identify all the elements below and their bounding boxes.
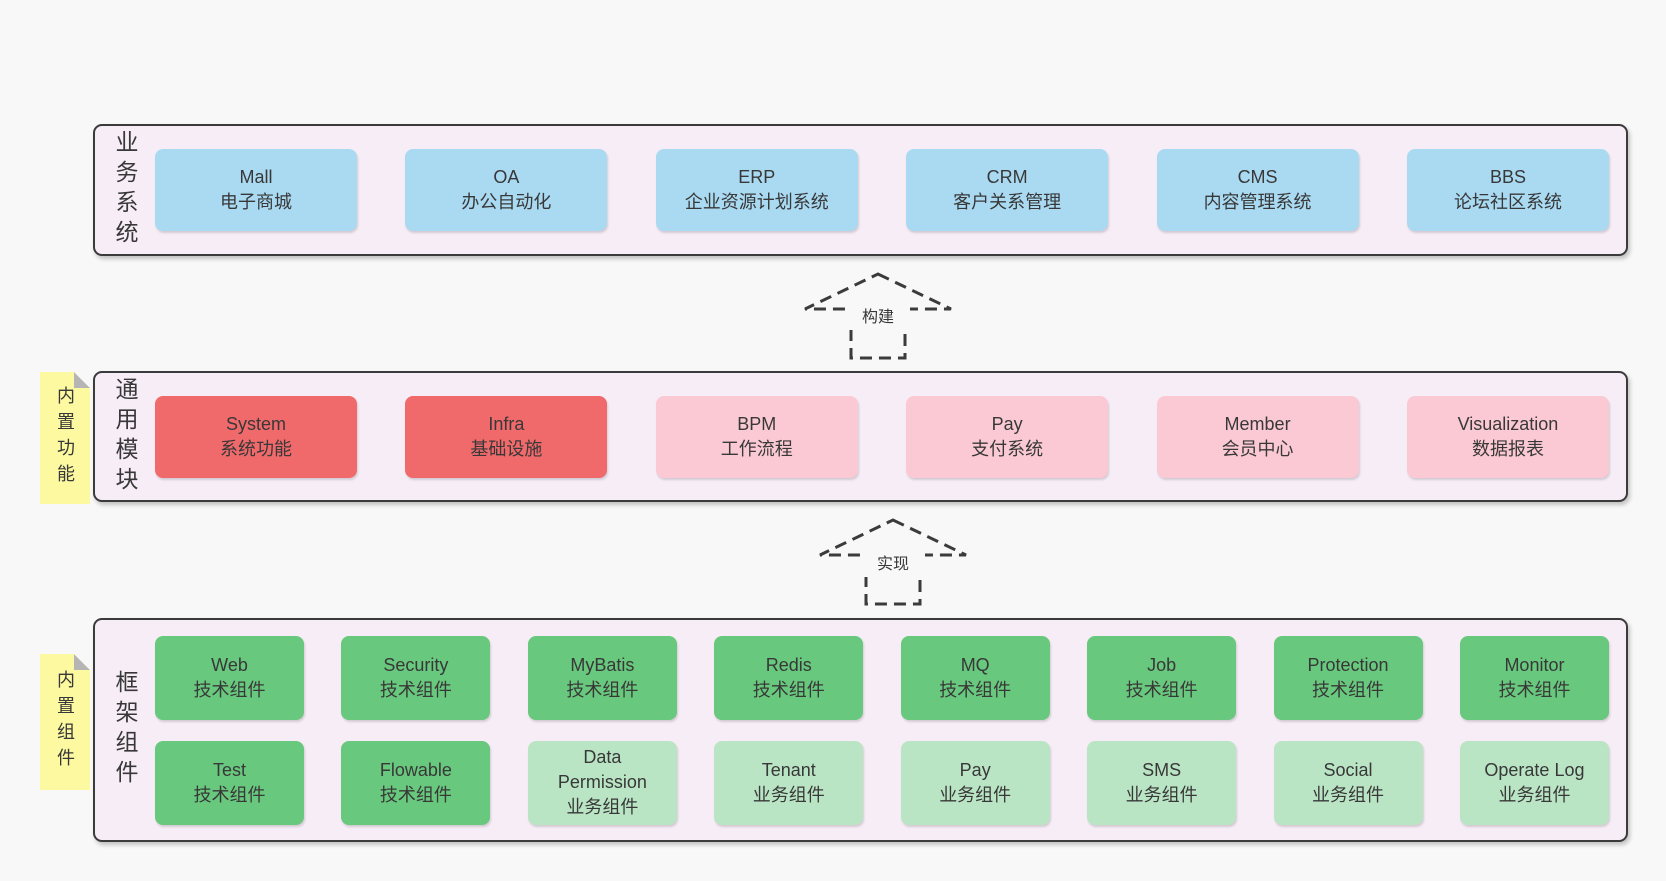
node-subtitle: 数据报表 — [1471, 438, 1544, 459]
node-pay-biz: Pay 业务组件 — [900, 740, 1050, 825]
node-subtitle: 业务组件 — [1125, 784, 1198, 805]
node-title: Job — [1147, 654, 1177, 675]
node-subtitle: 技术组件 — [939, 679, 1012, 700]
node-subtitle: 技术组件 — [193, 679, 266, 700]
business-systems-label: 业务系统 — [112, 130, 138, 250]
node-title: MyBatis — [570, 654, 635, 675]
framework-components-label: 框架组件 — [112, 670, 138, 790]
node-infra: Infra 基础设施 — [405, 395, 608, 478]
node-subtitle: 支付系统 — [971, 438, 1044, 459]
node-visualization: Visualization 数据报表 — [1406, 395, 1609, 478]
node-protection: Protection 技术组件 — [1273, 635, 1423, 720]
node-title: Member — [1224, 413, 1291, 434]
node-operate-log: Operate Log 业务组件 — [1459, 740, 1609, 825]
node-title: SMS — [1142, 759, 1182, 780]
node-title: Visualization — [1457, 413, 1559, 434]
node-title: Pay — [959, 759, 991, 780]
node-title: Monitor — [1504, 654, 1565, 675]
builtin-components-note: 内置组件 — [40, 654, 90, 790]
node-flowable: Flowable 技术组件 — [341, 740, 491, 825]
node-subtitle: 技术组件 — [752, 679, 825, 700]
node-title: Data Permission — [557, 747, 647, 792]
builtin-features-note: 内置功能 — [40, 372, 90, 504]
node-title: Web — [211, 654, 248, 675]
node-subtitle: 系统功能 — [220, 438, 292, 459]
node-subtitle: 工作流程 — [720, 438, 793, 459]
node-job: Job 技术组件 — [1087, 635, 1237, 720]
node-oa: OA 办公自动化 — [405, 149, 608, 231]
node-mall: Mall 电子商城 — [155, 149, 357, 231]
node-title: Redis — [765, 654, 812, 675]
implement-arrow-label: 实现 — [861, 553, 925, 577]
node-monitor: Monitor 技术组件 — [1459, 635, 1609, 720]
node-tenant: Tenant 业务组件 — [714, 740, 864, 825]
framework-components-panel: 框架组件 Web 技术组件 Security 技术组件 MyBatis 技术组件… — [93, 618, 1628, 842]
node-title: CRM — [986, 167, 1028, 187]
node-subtitle: 办公自动化 — [461, 192, 552, 212]
node-subtitle: 会员中心 — [1221, 438, 1294, 459]
node-subtitle: 技术组件 — [1125, 679, 1198, 700]
node-web: Web 技术组件 — [155, 635, 304, 720]
node-subtitle: 技术组件 — [193, 784, 266, 805]
node-title: Pay — [991, 413, 1023, 434]
node-title: BBS — [1489, 167, 1526, 187]
node-title: CMS — [1237, 167, 1278, 187]
common-modules-panel: 通用模块 System 系统功能 Infra 基础设施 BPM 工作流程 Pay… — [93, 371, 1628, 502]
node-title: Security — [383, 654, 449, 675]
node-title: System — [225, 413, 286, 434]
build-arrow-label: 构建 — [846, 306, 910, 330]
builtin-components-note-label: 内置组件 — [55, 670, 75, 774]
node-cms: CMS 内容管理系统 — [1156, 149, 1359, 231]
node-bpm: BPM 工作流程 — [655, 395, 858, 478]
node-security: Security 技术组件 — [341, 635, 491, 720]
node-title: Protection — [1307, 654, 1389, 675]
node-subtitle: 业务组件 — [566, 797, 639, 817]
node-social: Social 业务组件 — [1273, 740, 1423, 825]
note-fold-icon — [74, 372, 90, 388]
node-sms: SMS 业务组件 — [1087, 740, 1237, 825]
node-pay: Pay 支付系统 — [906, 395, 1109, 478]
node-redis: Redis 技术组件 — [714, 635, 864, 720]
builtin-features-note-label: 内置功能 — [55, 386, 75, 490]
node-subtitle: 论坛社区系统 — [1453, 192, 1562, 212]
node-subtitle: 技术组件 — [379, 784, 452, 805]
node-title: MQ — [960, 654, 990, 675]
node-member: Member 会员中心 — [1156, 395, 1359, 478]
node-subtitle: 企业资源计划系统 — [684, 192, 829, 212]
node-crm: CRM 客户关系管理 — [906, 149, 1109, 231]
node-bbs: BBS 论坛社区系统 — [1406, 149, 1609, 231]
node-system: System 系统功能 — [155, 395, 357, 478]
node-title: Tenant — [761, 759, 816, 780]
node-subtitle: 技术组件 — [379, 679, 452, 700]
node-title: OA — [493, 167, 520, 187]
node-title: Infra — [488, 413, 525, 434]
node-title: Flowable — [379, 759, 452, 780]
node-erp: ERP 企业资源计划系统 — [655, 149, 858, 231]
node-test: Test 技术组件 — [155, 740, 304, 825]
business-systems-panel: 业务系统 Mall 电子商城 OA 办公自动化 ERP 企业资源计划系统 CRM… — [93, 124, 1628, 256]
node-subtitle: 技术组件 — [566, 679, 639, 700]
node-title: Mall — [239, 167, 273, 187]
node-subtitle: 电子商城 — [220, 192, 292, 212]
node-subtitle: 业务组件 — [1498, 784, 1571, 805]
node-subtitle: 基础设施 — [470, 438, 543, 459]
node-subtitle: 业务组件 — [1312, 784, 1385, 805]
node-subtitle: 技术组件 — [1498, 679, 1571, 700]
node-mq: MQ 技术组件 — [900, 635, 1050, 720]
common-modules-label: 通用模块 — [112, 376, 138, 497]
node-subtitle: 客户关系管理 — [953, 192, 1062, 212]
node-subtitle: 业务组件 — [752, 784, 825, 805]
node-subtitle: 内容管理系统 — [1203, 192, 1312, 212]
node-title: Test — [212, 759, 246, 780]
node-subtitle: 技术组件 — [1312, 679, 1385, 700]
node-subtitle: 业务组件 — [939, 784, 1012, 805]
node-title: Social — [1323, 759, 1373, 780]
node-data-permission: Data Permission 业务组件 — [527, 740, 677, 825]
node-title: ERP — [738, 167, 776, 187]
node-mybatis: MyBatis 技术组件 — [527, 635, 677, 720]
node-title: Operate Log — [1484, 759, 1585, 780]
node-title: BPM — [737, 413, 777, 434]
note-fold-icon — [74, 654, 90, 670]
